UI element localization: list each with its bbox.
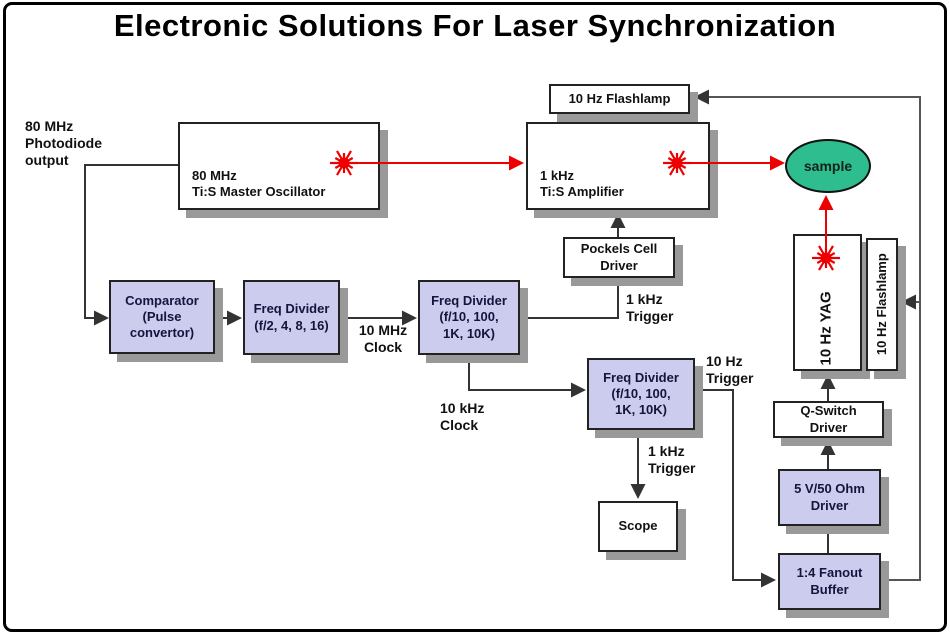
trigger-1khz-scope-label: 1 kHz Trigger	[648, 443, 696, 476]
trigger-1khz-pockels-label: 1 kHz Trigger	[626, 291, 674, 324]
flashlamp-top-box: 10 Hz Flashlamp	[549, 84, 690, 114]
pockels-driver-box: Pockels Cell Driver	[563, 237, 675, 278]
freq-divider-1-box: Freq Divider (f/2, 4, 8, 16)	[243, 280, 340, 355]
diagram-title: Electronic Solutions For Laser Synchroni…	[113, 8, 837, 43]
5v-50ohm-driver-box: 5 V/50 Ohm Driver	[778, 469, 881, 526]
fanout-buffer-box: 1:4 Fanout Buffer	[778, 553, 881, 610]
comparator-box: Comparator (Pulse convertor)	[109, 280, 215, 354]
wire-divider3-to-fanout	[695, 389, 776, 588]
scope-box: Scope	[598, 501, 678, 552]
freq-divider-2-box: Freq Divider (f/10, 100, 1K, 10K)	[418, 280, 520, 355]
wire-divider2-to-divider3	[468, 355, 586, 398]
photodiode-output-label: 80 MHz Photodiode output	[25, 118, 102, 168]
flashlamp-vertical-box: 10 Hz Flashlamp	[866, 238, 898, 371]
trigger-10hz-label: 10 Hz Trigger	[706, 353, 754, 386]
freq-divider-3-box: Freq Divider (f/10, 100, 1K, 10K)	[587, 358, 695, 430]
yag-laser-box: 10 Hz YAG	[793, 234, 862, 371]
clock-10khz-label: 10 kHz Clock	[440, 400, 485, 433]
amplifier-box: 1 kHz Ti:S Amplifier	[526, 122, 710, 210]
sample-ellipse: sample	[785, 139, 871, 193]
master-oscillator-box: 80 MHz Ti:S Master Oscillator	[178, 122, 380, 210]
clock-10mhz-label: 10 MHz Clock	[358, 322, 408, 355]
qswitch-driver-box: Q-Switch Driver	[773, 401, 884, 438]
